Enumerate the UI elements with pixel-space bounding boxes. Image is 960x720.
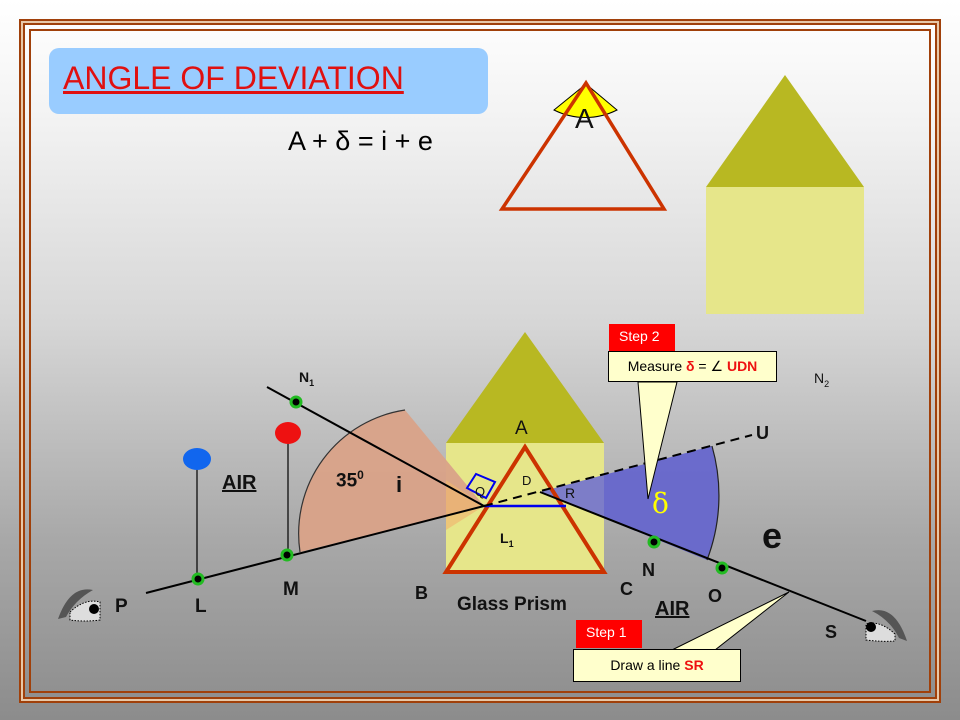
pin-N [647, 535, 661, 549]
label-air-left: AIR [222, 472, 257, 494]
deviation-angle-sector [540, 446, 719, 560]
pin-O [715, 561, 729, 575]
eye-right-icon [865, 610, 907, 642]
step1-callout: Draw a line SR [573, 649, 741, 682]
normal-box-q [465, 472, 497, 500]
label-n1: N1 [299, 369, 315, 388]
step1-highlight: SR [684, 657, 704, 673]
label-glass-prism: Glass Prism [457, 594, 567, 615]
label-l1: L1 [500, 530, 514, 549]
title-banner: ANGLE OF DEVIATION [49, 48, 488, 114]
label-b: B [415, 583, 428, 603]
label-air-right: AIR [655, 598, 690, 620]
label-d: D [522, 473, 532, 488]
prism-block-top [706, 75, 864, 314]
incidence-angle-sector [298, 410, 484, 552]
label-i: i [396, 472, 403, 497]
label-e: e [762, 515, 783, 556]
pin-L [191, 572, 205, 586]
pin-N1 [289, 395, 303, 409]
step2-delta: δ [686, 358, 695, 374]
eye-left-icon [58, 589, 101, 622]
step2-callout: Measure δ = ∠ UDN [608, 351, 777, 382]
red-pin-head [275, 422, 301, 444]
extended-incident-ray [483, 434, 753, 507]
blue-pin-head [183, 448, 211, 470]
normal-n1-line [266, 386, 485, 507]
label-n2: N2 [814, 370, 830, 389]
step2-angle-symbol: = ∠ [694, 358, 727, 374]
apex-angle-label: A [575, 103, 594, 134]
step2-highlight: UDN [726, 358, 758, 374]
label-c: C [620, 579, 633, 599]
step1-text: Draw a line [610, 657, 685, 673]
incidence-angle-value: 350 [336, 468, 364, 492]
step2-text: Measure [627, 358, 687, 374]
label-q: Q [475, 484, 486, 499]
pin-M [280, 548, 294, 562]
emergent-ray [539, 491, 867, 622]
label-s: S [825, 622, 838, 642]
label-u: U [756, 423, 769, 443]
step2-tag: Step 2 [609, 324, 675, 351]
deviation-formula: A + δ = i + e [288, 126, 433, 156]
label-p: P [115, 596, 128, 617]
label-delta: δ [652, 487, 669, 520]
label-o: O [708, 586, 723, 606]
label-a: A [515, 418, 528, 439]
label-n: N [642, 560, 655, 580]
label-m: M [283, 579, 299, 600]
step2-pointer [637, 381, 678, 500]
step1-pointer [671, 591, 790, 651]
page-title: ANGLE OF DEVIATION [63, 60, 404, 96]
label-l: L [195, 596, 207, 617]
prism-outline [442, 443, 608, 574]
label-r: R [565, 485, 576, 501]
apex-angle-triangle [498, 79, 668, 211]
step1-tag: Step 1 [576, 620, 642, 648]
